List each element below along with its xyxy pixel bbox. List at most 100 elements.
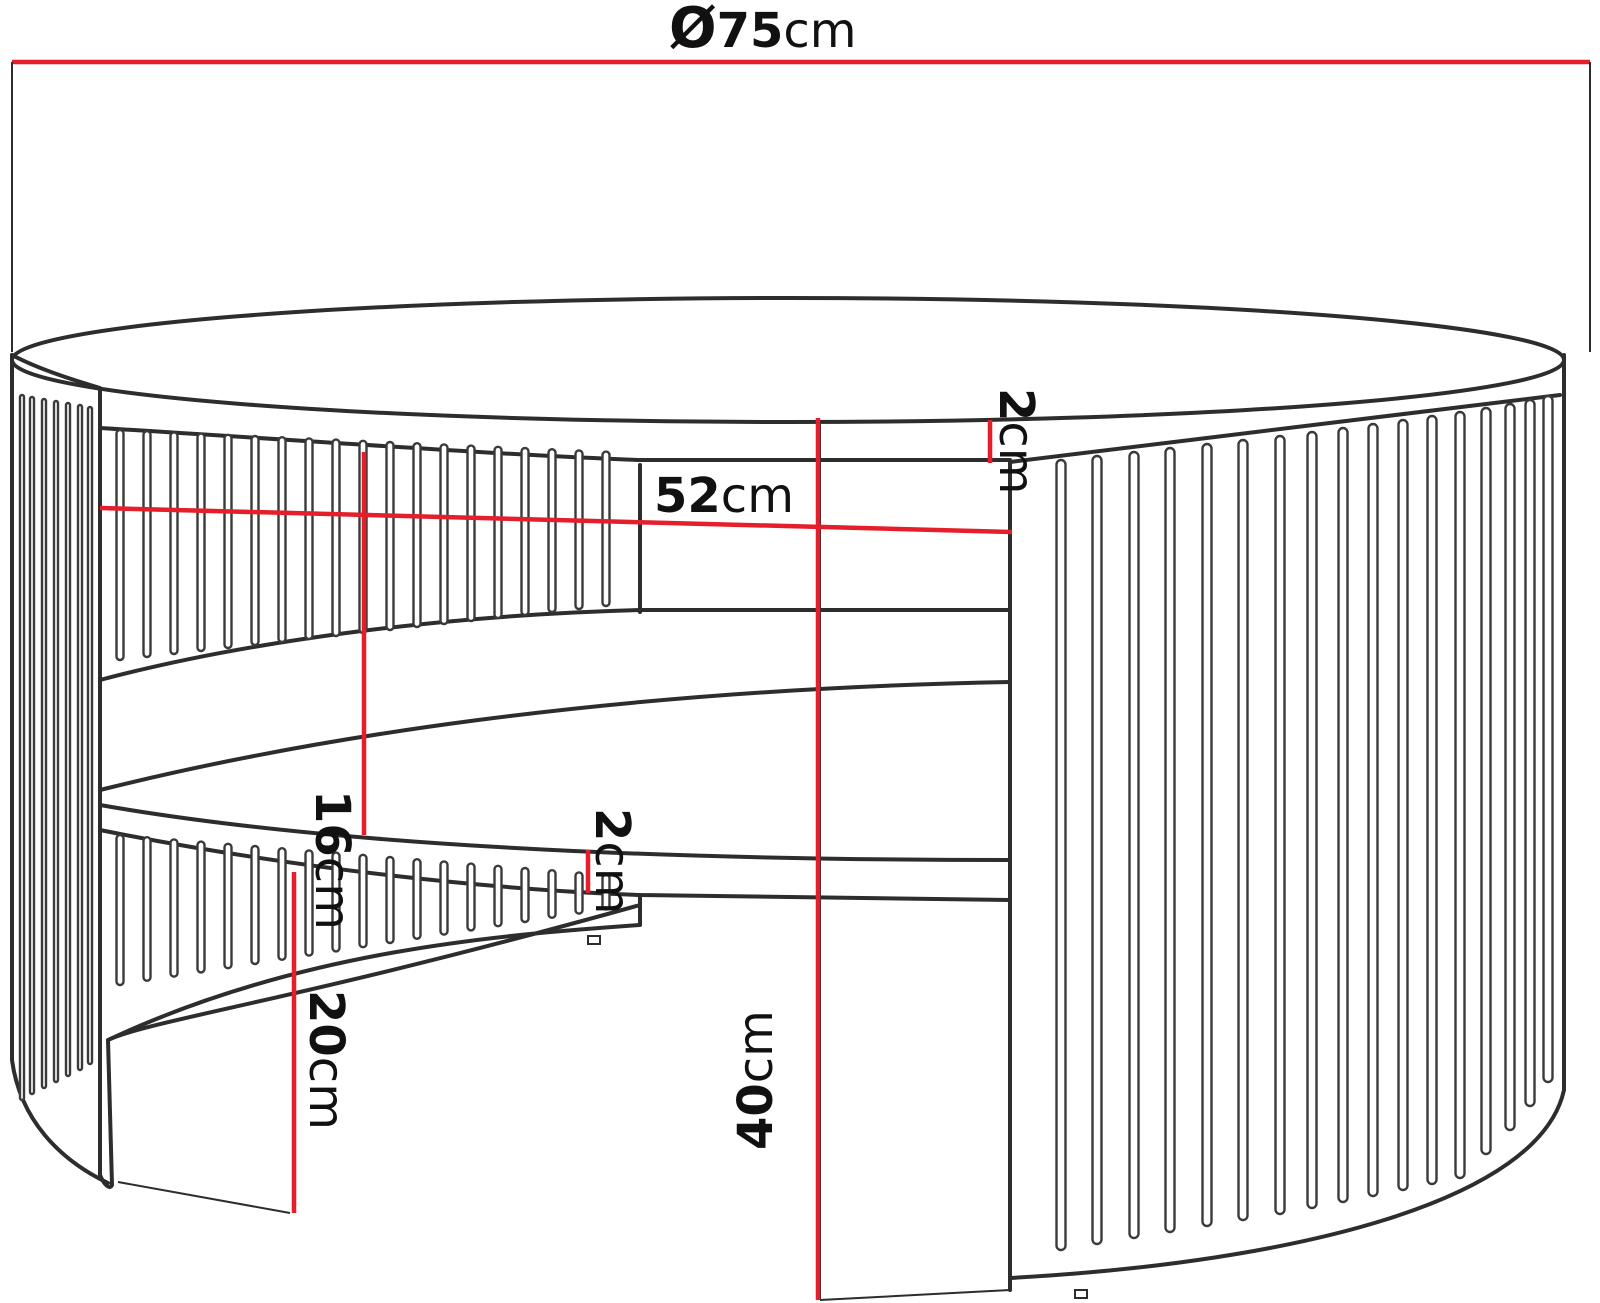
right-panel-top <box>1008 393 1562 464</box>
slat <box>76 403 84 1072</box>
slat <box>1524 398 1536 1108</box>
slat <box>547 448 557 614</box>
slat <box>412 858 422 941</box>
slat <box>1274 434 1286 1216</box>
slat <box>28 395 36 1096</box>
slat <box>196 840 206 974</box>
slat <box>466 862 476 932</box>
inner-height-unit: cm <box>304 857 360 930</box>
slat <box>250 844 260 966</box>
shelf-thickness-unit: cm <box>584 841 640 914</box>
depth-unit: cm <box>721 468 794 524</box>
slat <box>86 405 94 1066</box>
slat <box>466 444 476 623</box>
slat <box>250 434 260 647</box>
cylinder-right-edge <box>1008 353 1566 1280</box>
slat <box>574 871 584 915</box>
slat <box>439 860 449 936</box>
label-top-thickness: 2cm <box>988 388 1044 495</box>
slat <box>1055 458 1067 1252</box>
total-height-unit: cm <box>728 1010 784 1083</box>
slat <box>1337 426 1349 1204</box>
slat <box>520 866 530 924</box>
slat <box>574 449 584 611</box>
dim-line-depth <box>99 505 1013 535</box>
slat <box>385 855 395 945</box>
slats-right-panel <box>1055 394 1554 1252</box>
slat <box>439 443 449 626</box>
diameter-unit: cm <box>783 3 856 59</box>
slat <box>601 450 611 608</box>
slat <box>1237 438 1249 1222</box>
label-inner-height: 16cm <box>304 790 360 930</box>
slat <box>331 851 341 953</box>
slat <box>277 847 287 962</box>
middle-shelf-front <box>98 803 1012 862</box>
slat <box>223 433 233 650</box>
base-front-line <box>819 1289 1011 1301</box>
slat <box>331 438 341 638</box>
cylinder-left-edge <box>10 353 110 1185</box>
slat <box>142 836 152 983</box>
table-outline <box>10 296 1566 1301</box>
lower-opening-back <box>106 893 642 1042</box>
lower-height-value: 20 <box>298 990 354 1057</box>
slat <box>304 849 314 957</box>
table-top-surface <box>10 296 1566 424</box>
label-depth: 52cm <box>654 468 794 524</box>
slat <box>277 436 287 644</box>
top-thickness-value: 2 <box>988 388 1044 421</box>
slat <box>1091 454 1103 1246</box>
slat <box>385 440 395 632</box>
foot-center <box>1074 1289 1088 1299</box>
slat <box>115 833 125 987</box>
slat <box>1504 402 1516 1132</box>
top-thickness-unit: cm <box>988 421 1044 494</box>
slat <box>1201 442 1213 1228</box>
slat <box>493 445 503 620</box>
slat <box>1426 414 1438 1186</box>
label-total-height: 40cm <box>728 1010 784 1150</box>
slat <box>64 401 72 1078</box>
slat <box>1480 406 1492 1156</box>
slat <box>142 430 152 659</box>
slats-lower-back <box>115 833 611 987</box>
dimension-labels: Ø75cm 52cm 2cm 16cm 2cm 20cm 40cm <box>298 0 1044 1150</box>
slat <box>223 842 233 970</box>
slat <box>115 428 125 662</box>
slat <box>196 432 206 653</box>
slat <box>169 838 179 978</box>
diameter-symbol: Ø <box>669 0 717 61</box>
slat <box>1164 446 1176 1234</box>
slat <box>493 864 503 928</box>
slat <box>1397 418 1409 1192</box>
shelf-thickness-value: 2 <box>584 808 640 841</box>
slat <box>18 393 26 1102</box>
middle-shelf-top <box>98 680 1012 792</box>
label-lower-height: 20cm <box>298 990 354 1130</box>
slats-left-outer <box>18 393 94 1102</box>
slat <box>601 873 611 911</box>
slat <box>1128 450 1140 1240</box>
slat <box>547 869 557 920</box>
slat <box>1454 410 1466 1180</box>
slat <box>358 853 368 949</box>
label-diameter: Ø75cm <box>669 0 857 61</box>
foot-left <box>587 935 601 945</box>
slat <box>1367 422 1379 1198</box>
depth-value: 52 <box>654 468 721 524</box>
slat <box>40 397 48 1090</box>
total-height-value: 40 <box>728 1083 784 1150</box>
middle-shelf-bottom <box>98 828 1012 902</box>
lower-height-unit: cm <box>298 1057 354 1130</box>
slat <box>1542 394 1554 1084</box>
slat <box>412 442 422 629</box>
slat <box>52 399 60 1084</box>
diameter-value: 75 <box>717 3 784 59</box>
slat <box>304 437 314 641</box>
label-shelf-thickness: 2cm <box>584 808 640 915</box>
base-left-line <box>117 1181 291 1214</box>
slat <box>520 446 530 617</box>
dimension-lines <box>11 59 1591 1300</box>
